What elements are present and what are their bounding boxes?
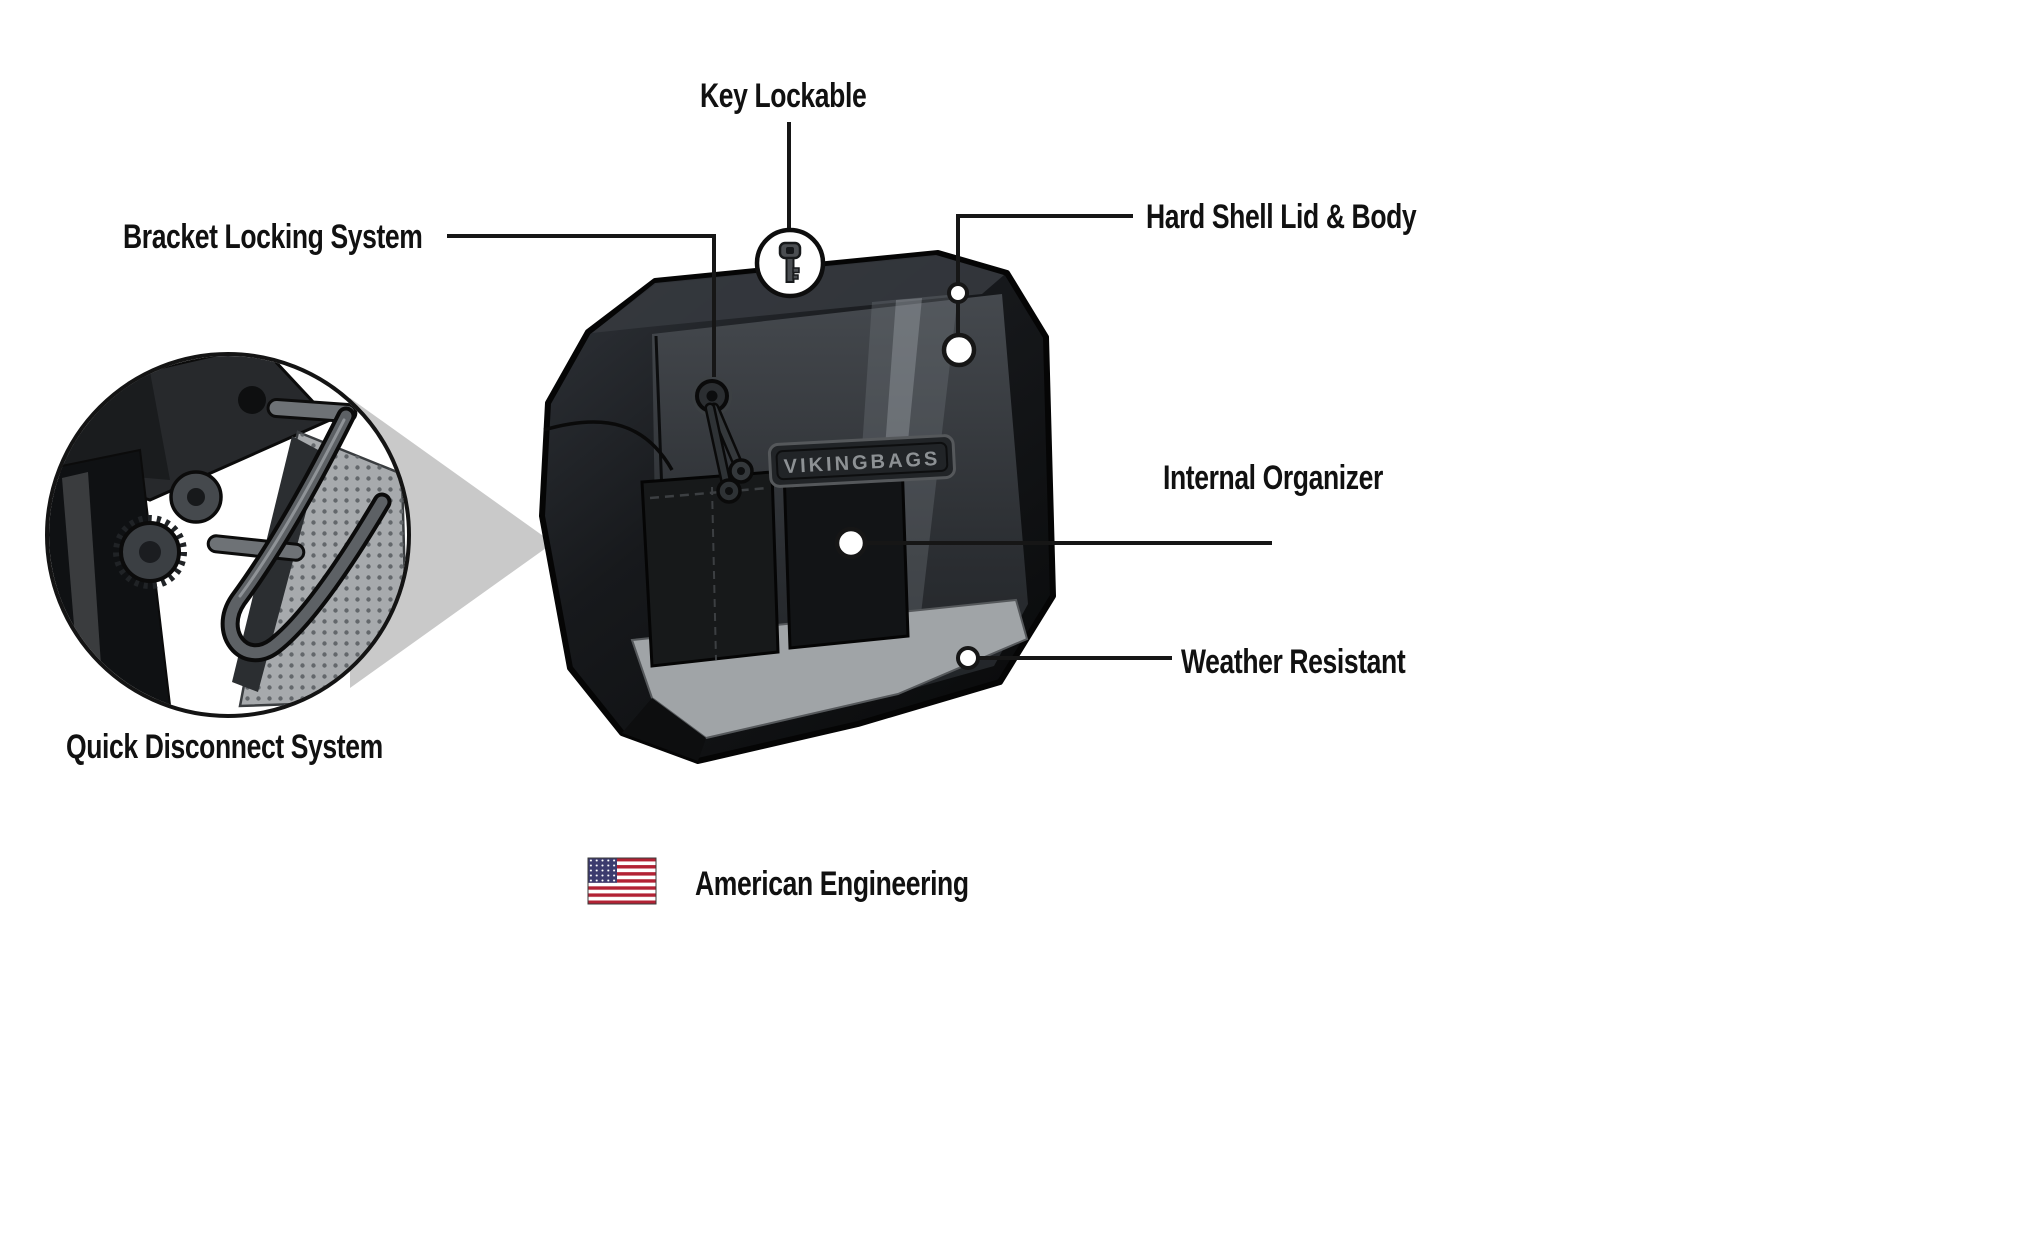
- inset-pointer: [350, 398, 553, 688]
- callout-lines: [447, 122, 1272, 660]
- callout-line-hard-shell-1: [956, 214, 1133, 284]
- saddlebag-illustration: VIKINGBAGS: [539, 250, 1056, 764]
- callout-label-key-lockable: Key Lockable: [700, 77, 867, 115]
- callout-label-quick-disconnect: Quick Disconnect System: [66, 728, 383, 766]
- callout-dot-hard-shell-small: [947, 282, 969, 304]
- us-flag-icon: [587, 857, 657, 905]
- brand-badge: VIKINGBAGS: [767, 434, 956, 488]
- callout-label-weather-resistant: Weather Resistant: [1181, 643, 1406, 681]
- key-icon: [778, 241, 802, 283]
- callout-label-bracket-locking: Bracket Locking System: [123, 218, 423, 256]
- callout-dot-internal-organizer: [834, 526, 868, 560]
- callout-dots: [834, 282, 980, 670]
- callout-line-bracket-locking: [447, 234, 716, 377]
- bag-bottom-shadow: [622, 698, 706, 761]
- keys-icon: [704, 402, 754, 504]
- callout-dot-weather-resistant: [956, 646, 980, 670]
- callout-dot-hard-shell-large: [941, 332, 977, 368]
- footer-label-american-engineering: American Engineering: [695, 865, 969, 903]
- callout-label-hard-shell: Hard Shell Lid & Body: [1146, 198, 1417, 236]
- lid-seam: [543, 420, 674, 471]
- callout-label-internal-organizer: Internal Organizer: [1163, 459, 1383, 497]
- inset-circle-border: [45, 352, 411, 718]
- key-lockable-indicator: [754, 227, 826, 299]
